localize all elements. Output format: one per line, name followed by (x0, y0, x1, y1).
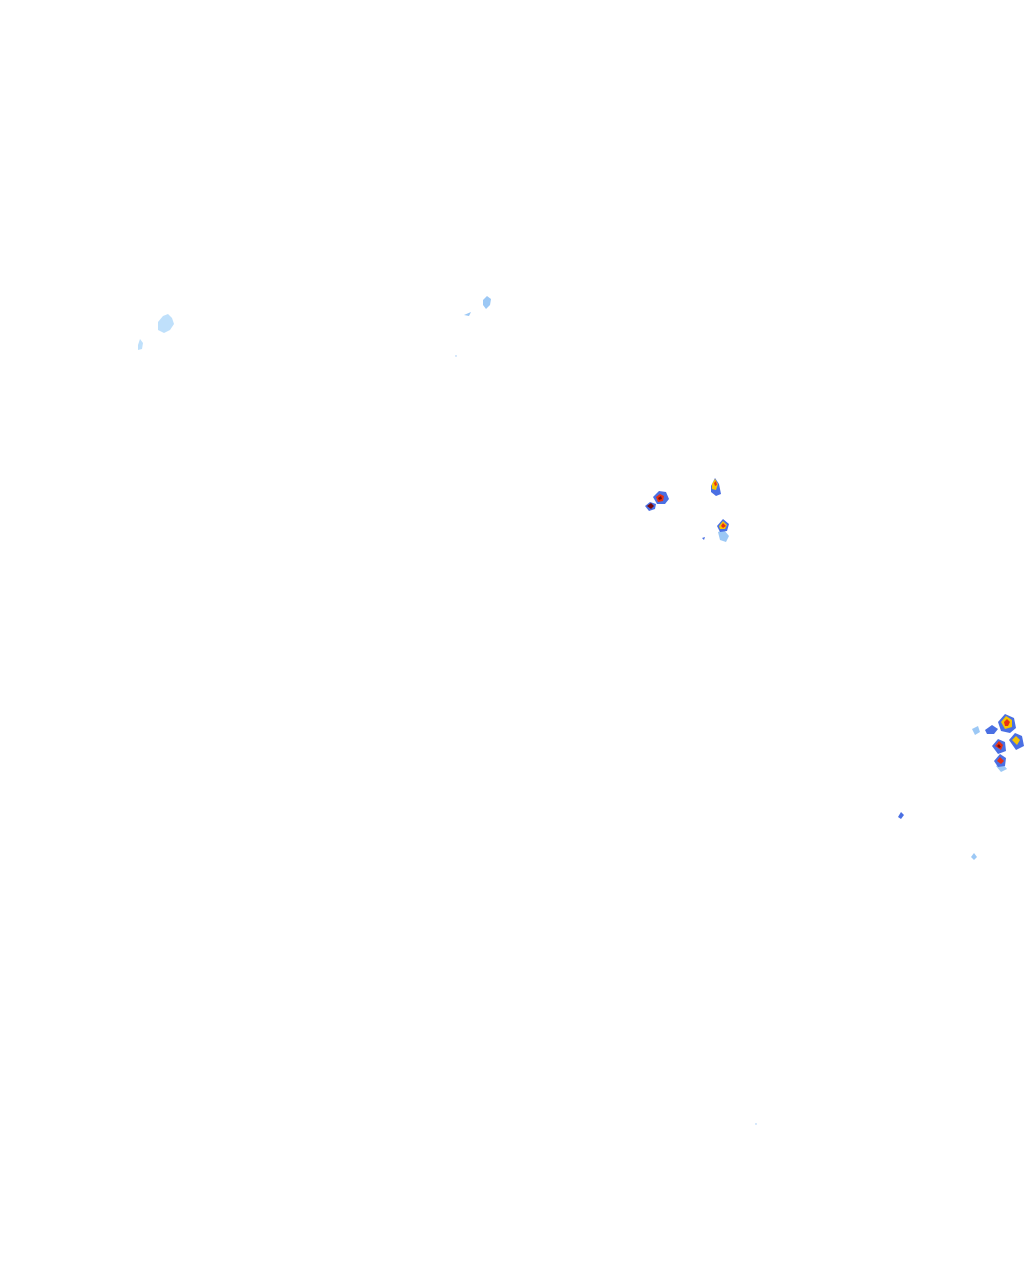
storm-cell-moderate (985, 725, 998, 734)
storm-cell-core (647, 503, 654, 509)
light-echo-speck (755, 1123, 757, 1125)
storm-cell-core (658, 496, 662, 500)
light-echo-cell (483, 296, 491, 309)
storm-cell-heavy (1012, 736, 1020, 745)
storm-cell-core (714, 481, 717, 486)
storm-cell-core (997, 744, 1001, 748)
light-echo-cluster-west (138, 314, 174, 350)
light-echo-cell (158, 314, 174, 333)
light-echo-speck (971, 853, 977, 860)
light-echo-speck (898, 812, 904, 819)
storm-cell-light (718, 530, 729, 542)
storm-cluster-east (972, 714, 1024, 772)
light-echo-speck (702, 537, 705, 540)
light-echo-cell (972, 726, 980, 735)
storm-cluster-central (645, 478, 729, 542)
light-echo-speck (455, 355, 457, 357)
storm-cell-core (1004, 719, 1010, 726)
storm-cell-core (721, 523, 726, 528)
light-echo-cell (464, 312, 471, 316)
isolated-echoes-southeast (455, 355, 977, 1125)
light-echo-cluster-north (464, 296, 491, 316)
light-echo-cell (138, 339, 143, 350)
storm-cell-heavy (997, 757, 1004, 764)
